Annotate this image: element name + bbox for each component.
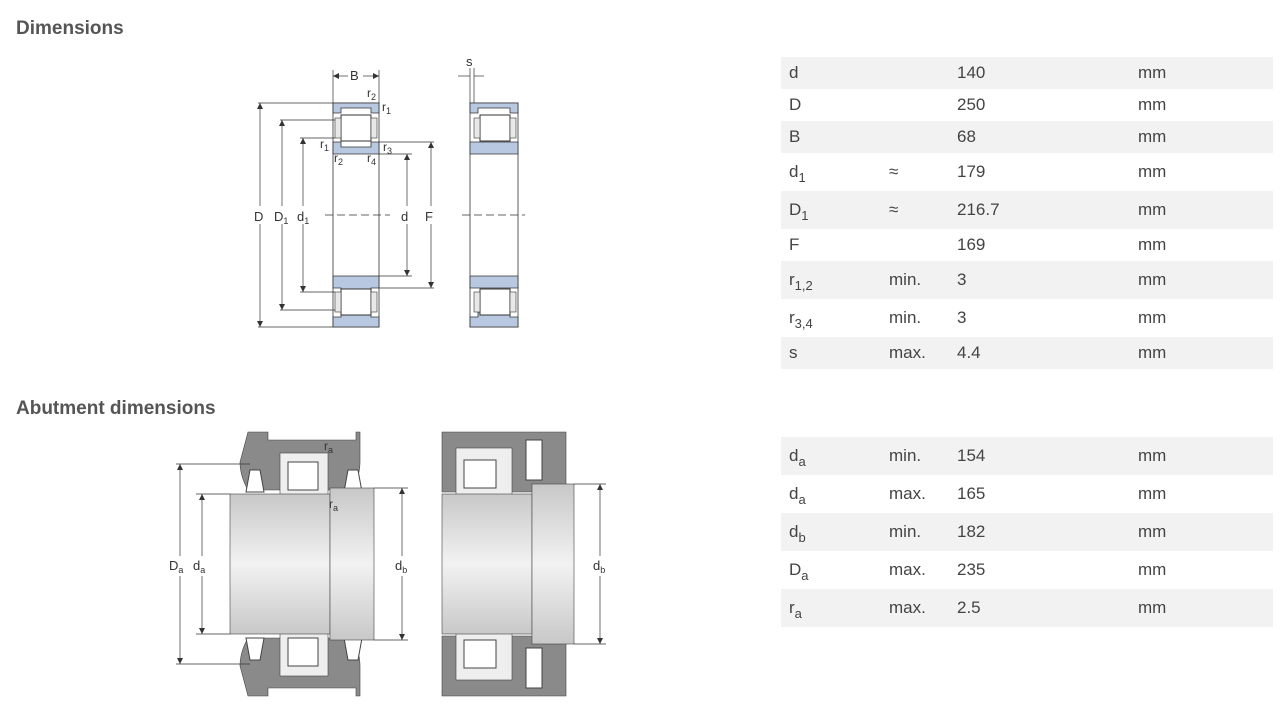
dimension-symbol: r3,4 (789, 308, 813, 331)
label-d: d (401, 209, 408, 224)
dimension-value: 250 (957, 95, 986, 114)
label-ra-shaft: ra (329, 497, 338, 513)
label-r3: r3 (383, 140, 392, 156)
abutment-drawing-housing: db (441, 431, 606, 697)
label-s: s (466, 54, 473, 69)
label-d1: d1 (297, 209, 309, 226)
dimension-value: 68 (949, 121, 1130, 153)
label-Da: Da (169, 558, 183, 575)
dimension-qualifier: min. (881, 261, 949, 299)
dimension-symbol: Da (789, 560, 809, 583)
dimension-unit: mm (1130, 513, 1273, 551)
dimension-symbol: B (781, 121, 881, 153)
dimension-value: 165 (957, 484, 986, 503)
bearing-dimension-drawing: B D D1 d1 d F r2 r1 r1 r2 r3 r4 s (254, 54, 525, 328)
dimension-qualifier: max. (881, 337, 949, 369)
table-row: r3,4 min. 3 mm (781, 299, 1273, 337)
label-r2-bottom: r2 (334, 151, 343, 167)
dimension-unit: mm (1130, 337, 1273, 369)
dimension-unit: mm (1130, 121, 1273, 153)
abutment-drawing-shaft: Da da db ra ra (169, 431, 408, 697)
dimension-qualifier: max. (889, 560, 926, 579)
dimension-value: 179 (957, 162, 986, 181)
dimension-qualifier: ≈ (889, 162, 899, 181)
dimension-unit: mm (1130, 589, 1273, 627)
dimension-symbol: ra (781, 589, 881, 627)
dimension-qualifier: min. (889, 308, 922, 327)
dimension-unit: mm (1130, 57, 1273, 89)
dimension-qualifier: max. (881, 589, 949, 627)
label-da: da (193, 558, 205, 575)
label-D: D (254, 209, 263, 224)
dimension-symbol: s (781, 337, 881, 369)
dimension-value: 216.7 (949, 191, 1130, 229)
dimension-value: 4.4 (949, 337, 1130, 369)
dimension-symbol: D (789, 95, 802, 114)
dimension-qualifier: max. (889, 484, 926, 503)
dimension-symbol: D1 (781, 191, 881, 229)
dimension-value: 154 (949, 437, 1130, 475)
label-D1: D1 (274, 209, 288, 226)
label-db: db (395, 558, 407, 575)
dimension-unit: mm (1130, 191, 1273, 229)
label-db-right: db (593, 558, 605, 575)
dimension-qualifier: min. (881, 437, 949, 475)
label-r4: r4 (367, 151, 376, 167)
label-r2-top: r2 (367, 86, 376, 102)
dimension-value: 169 (957, 235, 986, 254)
dimension-symbol: da (781, 437, 881, 475)
dimension-qualifier (881, 89, 949, 121)
dimension-symbol: F (789, 235, 800, 254)
dimension-symbol: d1 (789, 162, 806, 185)
table-row: D 250 mm (781, 89, 1273, 121)
table-row: d1 ≈179 mm (781, 153, 1273, 191)
dimension-unit: mm (1130, 261, 1273, 299)
dimension-unit: mm (1138, 95, 1167, 114)
dimension-symbol: da (789, 484, 806, 507)
dimension-value: 140 (949, 57, 1130, 89)
dimension-value: 2.5 (949, 589, 1130, 627)
dimension-qualifier (881, 121, 949, 153)
label-F: F (425, 209, 433, 224)
dimension-symbol: db (781, 513, 881, 551)
dimension-symbol: r1,2 (781, 261, 881, 299)
label-B: B (350, 68, 359, 83)
abutment-dimensions-heading: Abutment dimensions (16, 398, 216, 419)
dimension-unit: mm (1138, 162, 1167, 181)
table-row: da max. 165 mm (781, 475, 1273, 513)
dimension-qualifier (881, 229, 949, 261)
table-row: Da max. 235 mm (781, 551, 1273, 589)
dimension-unit: mm (1138, 235, 1167, 254)
dimension-qualifier: min. (881, 513, 949, 551)
dimension-unit: mm (1138, 560, 1167, 579)
dimension-qualifier: ≈ (881, 191, 949, 229)
dimension-symbol: d (781, 57, 881, 89)
dimensions-heading: Dimensions (16, 18, 124, 39)
table-row: F 169 mm (781, 229, 1273, 261)
dimension-unit: mm (1138, 484, 1167, 503)
label-r1-left: r1 (320, 137, 329, 153)
dimension-value: 3 (957, 308, 967, 327)
dimension-qualifier (881, 57, 949, 89)
label-ra-top: ra (324, 439, 333, 455)
dimension-value: 235 (957, 560, 986, 579)
dimension-unit: mm (1138, 308, 1167, 327)
dimension-value: 182 (949, 513, 1130, 551)
label-r1-top: r1 (382, 100, 391, 116)
dimension-unit: mm (1130, 437, 1273, 475)
dimension-value: 3 (949, 261, 1130, 299)
